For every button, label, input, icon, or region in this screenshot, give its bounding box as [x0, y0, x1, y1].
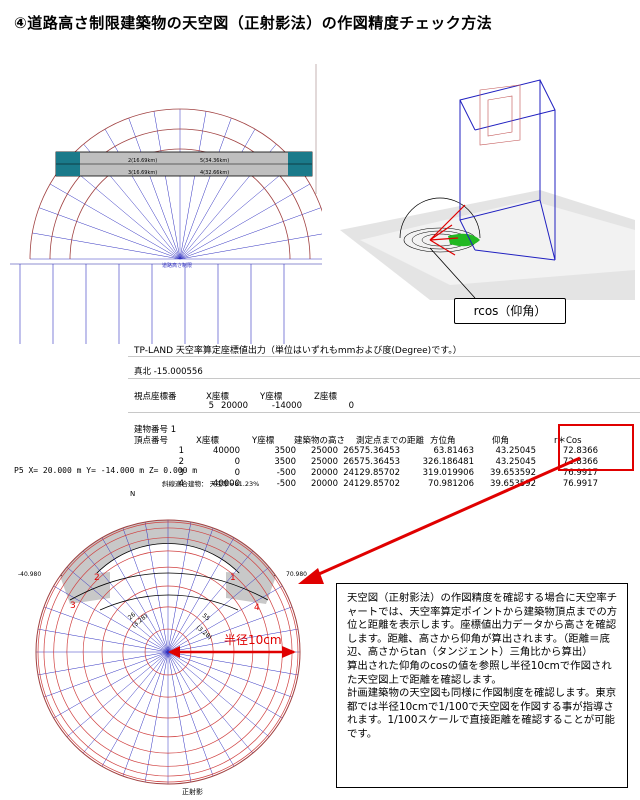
table-cell: 20000	[310, 468, 338, 478]
table-cell: -500	[276, 468, 296, 478]
table-cell: 319.019906	[422, 468, 474, 478]
table-cell: 2	[178, 457, 184, 467]
view-cell: -14000	[271, 401, 302, 411]
table-cell: 0	[234, 457, 240, 467]
segment-label: 5(34.36km)	[200, 158, 229, 164]
bottom-label: 正射影	[182, 787, 203, 796]
segment-label: 2(16.69km)	[128, 158, 157, 164]
coordinate-table: TP-LAND 天空率算定座標値出力（単位はいずれもmmおよび度(Degree)…	[128, 340, 640, 489]
pointer-arrow	[298, 456, 581, 584]
table-cell: 26575.36453	[343, 457, 400, 467]
segment-label: 3(16.69km)	[128, 170, 157, 176]
building-label: 建物番号 1	[134, 425, 177, 435]
table-cell: 63.81463	[433, 446, 474, 456]
table-column-header: 仰角	[492, 436, 510, 446]
point-label-4: 4	[254, 603, 260, 613]
table-cell: 43.25045	[495, 446, 536, 456]
table-cell: 24129.85702	[343, 479, 400, 489]
perspective-3d-diagram	[340, 79, 635, 300]
table-cell: 4	[178, 479, 184, 489]
point-label-2: 2	[94, 573, 100, 583]
table-cell: 25000	[310, 446, 338, 456]
table-cell: 40000	[212, 479, 240, 489]
right-value: 70.980	[286, 571, 307, 578]
table-cell: 1	[178, 446, 184, 456]
table-cell: 70.981206	[428, 479, 474, 489]
table-column-header: r＊Cos	[554, 436, 582, 446]
table-column-header: X座標	[196, 436, 219, 446]
table-header: TP-LAND 天空率算定座標値出力（単位はいずれもmmおよび度(Degree)…	[134, 346, 462, 356]
table-cell: -500	[276, 479, 296, 489]
table-cell: 3	[178, 468, 184, 478]
point-label-3: 3	[70, 601, 76, 611]
table-cell: 39.653592	[490, 479, 536, 489]
view-col: Y座標	[260, 392, 283, 402]
rcos-pointer	[429, 247, 476, 299]
table-cell: 3500	[274, 457, 296, 467]
table-cell: 43.25045	[495, 457, 536, 467]
road-restriction-diagram: 2(16.69km) 3(16.69km) 5(34.36km) 4(32.66…	[10, 64, 322, 344]
table-cell: 76.9917	[562, 468, 598, 478]
view-col: Z座標	[314, 392, 337, 402]
page-title: ④道路高さ制限建築物の天空図（正射影法）の作図精度チェック方法	[14, 14, 493, 32]
table-cell: 24129.85702	[343, 468, 400, 478]
table-cell: 25000	[310, 457, 338, 467]
bottom-label: 道路高さ制限	[162, 262, 192, 269]
table-column-header: 測定点までの距離	[356, 436, 425, 446]
table-cell: 72.8366	[562, 446, 598, 456]
sky-caption: 斜線適合建物： 天空率=81.23%	[162, 479, 259, 488]
table-cell: 3500	[274, 446, 296, 456]
rcos-highlight-box	[558, 424, 634, 471]
desc-paragraph: 算出された仰角のcosの値を参照し半径10cmで作図された天空図上で距離を確認し…	[347, 659, 612, 686]
table-cell: 76.9917	[562, 479, 598, 489]
table-cell: 40000	[212, 446, 240, 456]
table-column-header: Y座標	[252, 436, 275, 446]
view-cell: 5	[208, 401, 214, 411]
view-col: X座標	[206, 392, 229, 402]
table-cell: 0	[234, 468, 240, 478]
left-value: -40.980	[18, 571, 41, 578]
table-column-header: 方位角	[430, 436, 456, 446]
inner-label: 26	[127, 611, 137, 621]
view-col: 視点座標番	[134, 392, 177, 402]
view-cell: 20000	[220, 401, 248, 411]
north-value: 真北 -15.000556	[134, 367, 203, 377]
table-column-header: 頂点番号	[134, 436, 169, 446]
sky-map-diagram: 斜線適合建物： 天空率=81.23% N -40.980 70.980 1 2 …	[18, 479, 307, 796]
viewpoint-line: P5 X= 20.000 m Y= -14.000 m Z= 0.000 m	[14, 466, 198, 475]
rcos-callout: rcos（仰角）	[454, 298, 566, 324]
point-label-1: 1	[230, 573, 236, 583]
view-cell: 0	[348, 401, 354, 411]
radius-label: 半径10cm	[224, 633, 282, 647]
table-cell: 72.8366	[562, 457, 598, 467]
inner-label: (3.28)	[195, 624, 213, 641]
desc-paragraph: 計画建築物の天空図も同様に作図制度を確認します。東京都では半径10cmで1/10…	[347, 687, 617, 740]
table-cell: 326.186481	[422, 457, 474, 467]
table-cell: 39.653592	[490, 468, 536, 478]
description-box: 天空図（正射影法）の作図精度を確認する場合に天空率チャートでは、天空率算定ポイン…	[336, 583, 628, 788]
north-label: N	[130, 490, 135, 498]
segment-label: 4(32.66km)	[200, 170, 229, 176]
table-cell: 20000	[310, 479, 338, 489]
inner-label: 55	[201, 612, 211, 622]
table-cell: 26575.36453	[343, 446, 400, 456]
desc-paragraph: 天空図（正射影法）の作図精度を確認する場合に天空率チャートでは、天空率算定ポイン…	[347, 592, 618, 659]
table-column-header: 建築物の高さ	[294, 436, 346, 446]
